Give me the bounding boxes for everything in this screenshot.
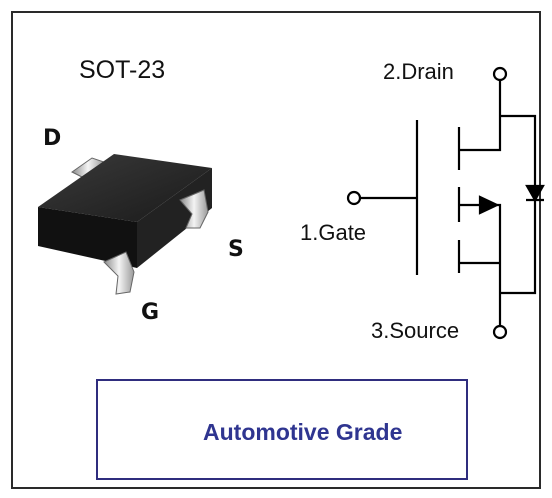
gate-lead (103, 251, 135, 295)
gate-terminal-label: 1.Gate (300, 220, 367, 245)
mosfet-schematic (346, 66, 545, 340)
drain-wire (459, 80, 502, 152)
automotive-grade-badge (96, 379, 468, 480)
sot23-package-illustration (38, 154, 212, 295)
drain-terminal-label: 2.Drain (383, 59, 454, 84)
pin-label-gate: G (141, 300, 160, 325)
gate-terminal (346, 190, 362, 206)
package-body-side (137, 168, 212, 268)
package-name: SOT-23 (79, 56, 166, 84)
pin-label-drain: D (43, 126, 62, 151)
drain-terminal (492, 66, 508, 82)
body-arrow (478, 195, 500, 215)
source-terminal (492, 324, 508, 340)
pin-label-source: S (228, 237, 244, 262)
source-terminal-label: 3.Source (371, 318, 460, 343)
package-body-front (38, 207, 137, 268)
source-lead (179, 189, 209, 229)
body-diode (525, 184, 545, 203)
badge-text: Automotive Grade (203, 419, 403, 445)
diode-bottom (500, 200, 537, 295)
source-rail (497, 203, 502, 326)
package-body-top (38, 154, 212, 222)
diode-top (500, 114, 537, 186)
